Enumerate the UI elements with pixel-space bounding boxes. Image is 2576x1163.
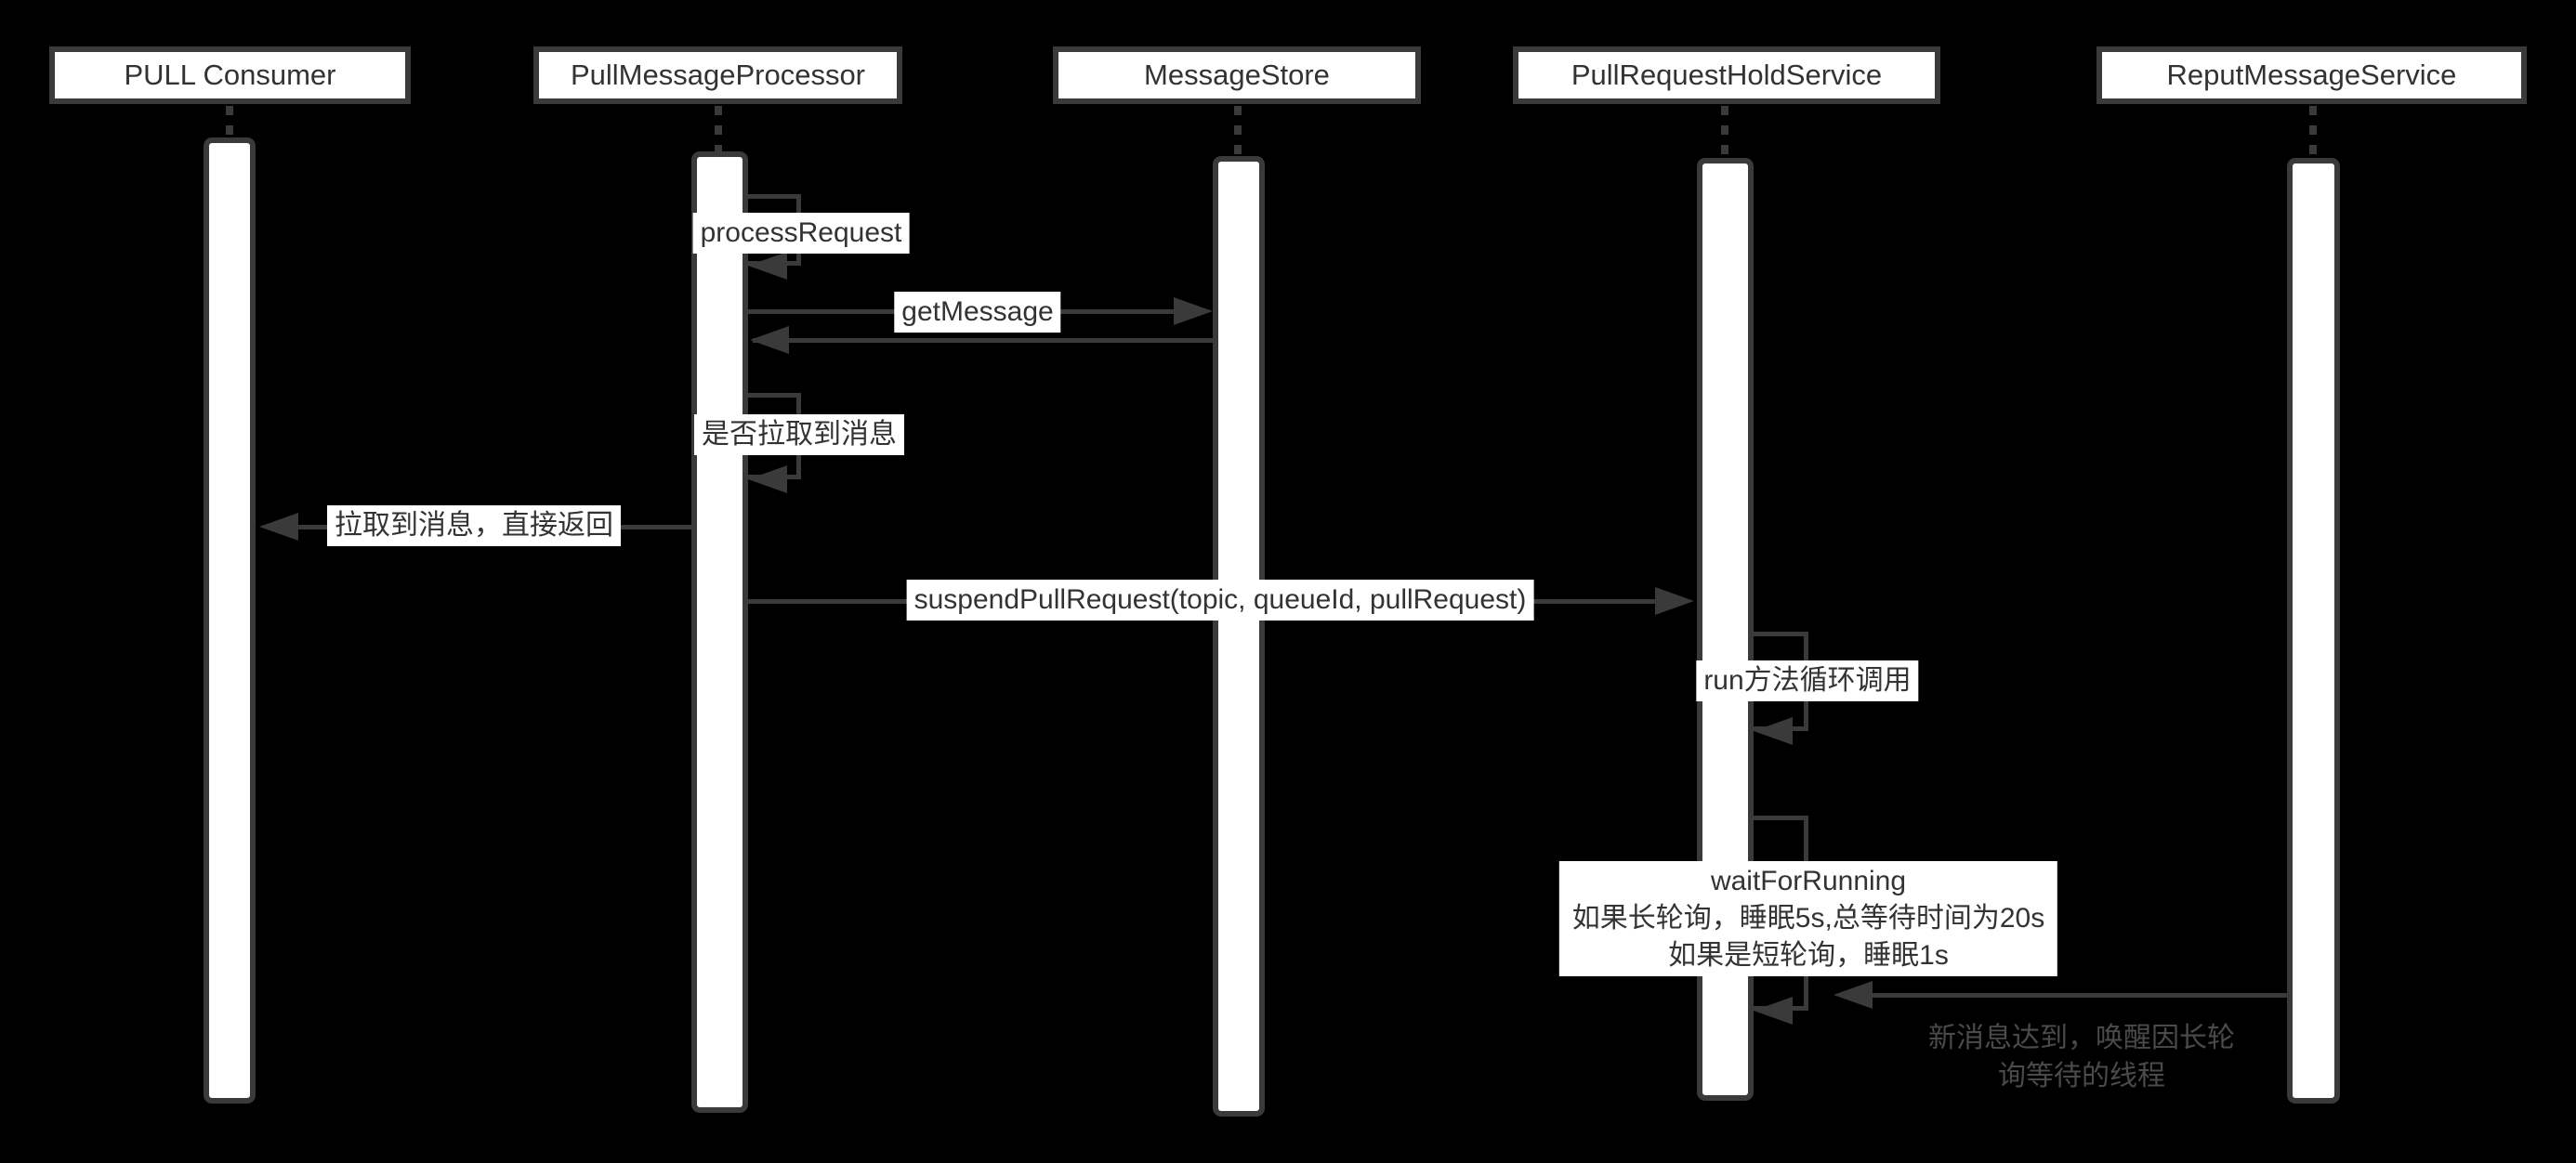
message-label-suspend-pull-request: suspendPullRequest(topic, queueId, pullR… xyxy=(906,580,1534,621)
note-line2: 询等待的线程 xyxy=(1998,1061,2165,1091)
note-line1: 新消息达到，唤醒因长轮 xyxy=(1928,1023,2235,1053)
arrowhead-suspend-pull-request xyxy=(1655,587,1694,615)
arrow-get-message-return xyxy=(753,338,1213,343)
participant-box-pull-consumer: PULL Consumer xyxy=(49,46,411,104)
message-label-run-loop: run方法循环调用 xyxy=(1696,660,1919,701)
wait-for-running-line3: 如果是短轮询，睡眠1s xyxy=(1668,940,1949,971)
participant-box-pull-message-processor: PullMessageProcessor xyxy=(533,46,902,104)
activation-pull-consumer xyxy=(204,137,256,1104)
lifeline-pull-request-hold-service xyxy=(1721,106,1728,160)
participant-label: PullRequestHoldService xyxy=(1571,59,1883,91)
lifeline-message-store xyxy=(1234,106,1242,158)
arrow-new-message-wakeup xyxy=(1868,993,2287,998)
message-label-pulled-direct-return: 拉取到消息，直接返回 xyxy=(327,505,621,546)
lifeline-pull-consumer xyxy=(226,106,233,139)
arrowhead-get-message xyxy=(1174,297,1213,325)
arrowhead-get-message-return xyxy=(750,326,789,354)
arrowhead-new-message-wakeup xyxy=(1833,981,1873,1009)
participant-label: PULL Consumer xyxy=(124,59,336,91)
arrowhead-process-request xyxy=(748,252,787,280)
activation-message-store xyxy=(1213,156,1265,1117)
wait-for-running-line2: 如果长轮询，睡眠5s,总等待时间为20s xyxy=(1571,903,2045,934)
participant-label: ReputMessageService xyxy=(2166,59,2457,91)
participant-label: MessageStore xyxy=(1144,59,1330,91)
message-label-get-message: getMessage xyxy=(894,292,1061,333)
arrowhead-pulled-direct-return xyxy=(259,513,298,541)
arrowhead-check-pulled xyxy=(748,465,787,493)
arrowhead-wait-for-running xyxy=(1754,997,1793,1025)
activation-pull-message-processor xyxy=(691,151,748,1113)
participant-box-message-store: MessageStore xyxy=(1053,46,1421,104)
message-label-wait-for-running: waitForRunning 如果长轮询，睡眠5s,总等待时间为20s 如果是短… xyxy=(1558,861,2058,976)
lifeline-pull-message-processor xyxy=(715,106,722,153)
wait-for-running-line1: waitForRunning xyxy=(1710,866,1907,896)
message-label-check-pulled: 是否拉取到消息 xyxy=(694,414,904,455)
arrowhead-run-loop xyxy=(1754,717,1793,745)
message-label-process-request: processRequest xyxy=(692,213,910,254)
lifeline-reput-message-service xyxy=(2309,106,2317,160)
note-new-message-wakeup: 新消息达到，唤醒因长轮 询等待的线程 xyxy=(1928,1019,2235,1095)
participant-label: PullMessageProcessor xyxy=(570,59,866,91)
participant-box-reput-message-service: ReputMessageService xyxy=(2096,46,2527,104)
participant-box-pull-request-hold-service: PullRequestHoldService xyxy=(1513,46,1940,104)
activation-reput-message-service xyxy=(2287,158,2340,1104)
